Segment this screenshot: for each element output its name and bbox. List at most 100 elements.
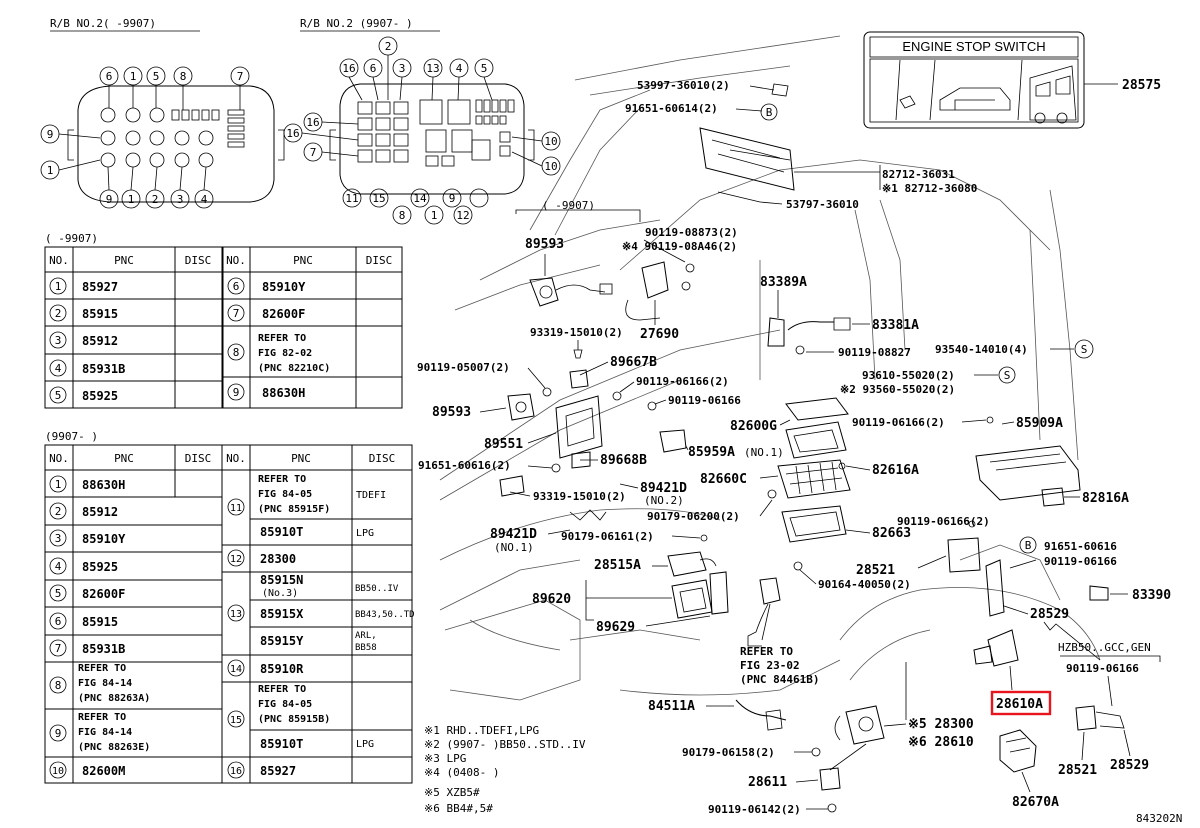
table2-row-no: 12 — [230, 554, 242, 565]
refer-label: REFER TO — [740, 645, 793, 658]
table2-pnc: 85915Y — [260, 634, 304, 648]
part-label: 89668B — [600, 453, 647, 468]
part-label: 53797-36010 — [786, 198, 859, 211]
relay-block-right-title: R/B NO.2 (9907- ) — [300, 17, 413, 30]
table1-pnc: 85912 — [82, 334, 118, 348]
part-label: 90119-06166(2) — [852, 416, 945, 429]
part-label: 82660C — [700, 472, 747, 487]
rb-right-callout: 4 — [456, 62, 463, 75]
table2-pnc-line2: FIG 84-14 — [78, 727, 132, 738]
fuse-table-before-9907: ( -9907) NO. PNC DISC NO. PNC DISC 1 2 3 — [44, 232, 403, 409]
table1-head-disc: DISC — [185, 254, 212, 267]
table2-pnc-line2: FIG 84-05 — [258, 489, 312, 500]
figure-number: 843202N — [1136, 812, 1182, 825]
rb-right-callout: 6 — [370, 62, 377, 75]
rb-left-callout: 2 — [152, 193, 159, 206]
table1-row-no: 3 — [55, 334, 62, 347]
s-marker: S — [1004, 369, 1011, 382]
table1-range: ( -9907) — [45, 232, 98, 245]
part-label: 90119-06166 — [668, 394, 741, 407]
table1-pnc-line3: (PNC 82210C) — [258, 363, 330, 374]
table2-pnc: 82600M — [82, 764, 125, 778]
part-label: 83381A — [872, 318, 919, 333]
part-label: ※1 82712-36080 — [882, 182, 977, 195]
table2-head-pnc: PNC — [291, 452, 311, 465]
part-label: 90164-40050(2) — [818, 578, 911, 591]
refer-label: (PNC 84461B) — [740, 673, 819, 686]
table1-row-no: 9 — [233, 386, 240, 399]
s-marker: S — [1081, 343, 1088, 356]
table2-row-no: 14 — [230, 664, 242, 675]
part-label: 90179-06158(2) — [682, 746, 775, 759]
part-label-note: (NO.1) — [494, 541, 534, 554]
part-label: 90179-06161(2) — [561, 530, 654, 543]
part-label: 90179-06200(2) — [647, 510, 740, 523]
table2-pnc: 85910R — [260, 662, 304, 676]
rb-left-callout: 3 — [177, 193, 184, 206]
table2-pnc: REFER TO — [78, 712, 126, 723]
part-label: 89667B — [610, 355, 657, 370]
part-label: 93319-15010(2) — [533, 490, 626, 503]
table1-row-no: 2 — [55, 307, 62, 320]
engine-stop-switch-part: 28575 — [1122, 78, 1161, 93]
relay-block-right: R/B NO.2 (9907- ) — [283, 17, 561, 225]
part-label: 89620 — [532, 592, 571, 607]
engine-stop-switch-label: ENGINE STOP SWITCH 28575 — [863, 31, 1161, 129]
table2-pnc-line3: (PNC 88263E) — [78, 742, 150, 753]
table1-pnc: 85915 — [82, 307, 118, 321]
part-label: 93610-55020(2) — [862, 369, 955, 382]
table2-pnc: 85927 — [260, 764, 296, 778]
fuse-table-after-9907: (9907- ) NO. PNC DISC NO. PNC DISC — [44, 430, 415, 784]
footnote: ※5 XZB5# — [424, 786, 480, 799]
part-label: 83390 — [1132, 588, 1171, 603]
refer-label: FIG 23-02 — [740, 659, 800, 672]
table2-pnc-line3: (PNC 88263A) — [78, 693, 150, 704]
table1-pnc: 85927 — [82, 280, 118, 294]
highlighted-part-label[interactable]: 28610A — [996, 697, 1043, 712]
part-label: ※4 90119-08A46(2) — [622, 240, 737, 253]
table2-row-no: 6 — [55, 615, 62, 628]
table2-pnc: 85915N — [260, 573, 303, 587]
table1-pnc: 82600F — [262, 307, 305, 321]
rb-right-callout: 8 — [399, 209, 406, 222]
table1-pnc: REFER TO — [258, 333, 306, 344]
range-label: ( -9907) — [542, 199, 595, 212]
rb-left-callout: 8 — [180, 70, 187, 83]
relay-block-left: R/B NO.2( -9907) 6 1 5 8 7 9 — [40, 17, 285, 209]
table2-row-no: 5 — [55, 587, 62, 600]
table1-row-no: 1 — [55, 280, 62, 293]
table2-row-no: 1 — [55, 478, 62, 491]
part-label: 93319-15010(2) — [530, 326, 623, 339]
footnote: ※4 (0408- ) — [424, 766, 499, 779]
table2-pnc: 85915 — [82, 615, 118, 629]
table1-pnc-line2: FIG 82-02 — [258, 348, 312, 359]
table1-pnc: 85910Y — [262, 280, 306, 294]
part-label: ※5 28300 — [908, 717, 974, 732]
rb-left-callout: 7 — [237, 70, 244, 83]
part-label: 84511A — [648, 699, 695, 714]
table2-pnc: 82600F — [82, 587, 125, 601]
part-label: 82600G — [730, 419, 777, 434]
part-label: 28529 — [1030, 607, 1069, 622]
part-label: ※2 93560-55020(2) — [840, 383, 955, 396]
table2-disc: LPG — [356, 528, 374, 539]
footnote: ※2 (9907- )BB50..STD..IV — [424, 738, 586, 751]
table2-row-no: 2 — [55, 505, 62, 518]
table2-pnc: REFER TO — [258, 684, 306, 695]
rb-right-callout: 10 — [544, 160, 557, 173]
table1-head-no: NO. — [49, 254, 69, 267]
part-label: 90119-06142(2) — [708, 803, 801, 816]
part-label: 90119-08827 — [838, 346, 911, 359]
table1-pnc: 88630H — [262, 386, 305, 400]
part-label: 82816A — [1082, 491, 1129, 506]
rb-right-callout: 2 — [385, 40, 392, 53]
footnotes: ※1 RHD..TDEFI,LPG ※2 (9907- )BB50..STD..… — [424, 724, 586, 815]
table2-head-disc: DISC — [369, 452, 396, 465]
part-label-note: (NO.2) — [644, 494, 684, 507]
table2-pnc-line2: FIG 84-05 — [258, 699, 312, 710]
rb-right-callout: 12 — [456, 209, 469, 222]
table2-disc: ARL, — [355, 631, 377, 641]
table2-pnc: 85912 — [82, 505, 118, 519]
part-label: 28521 — [856, 563, 895, 578]
